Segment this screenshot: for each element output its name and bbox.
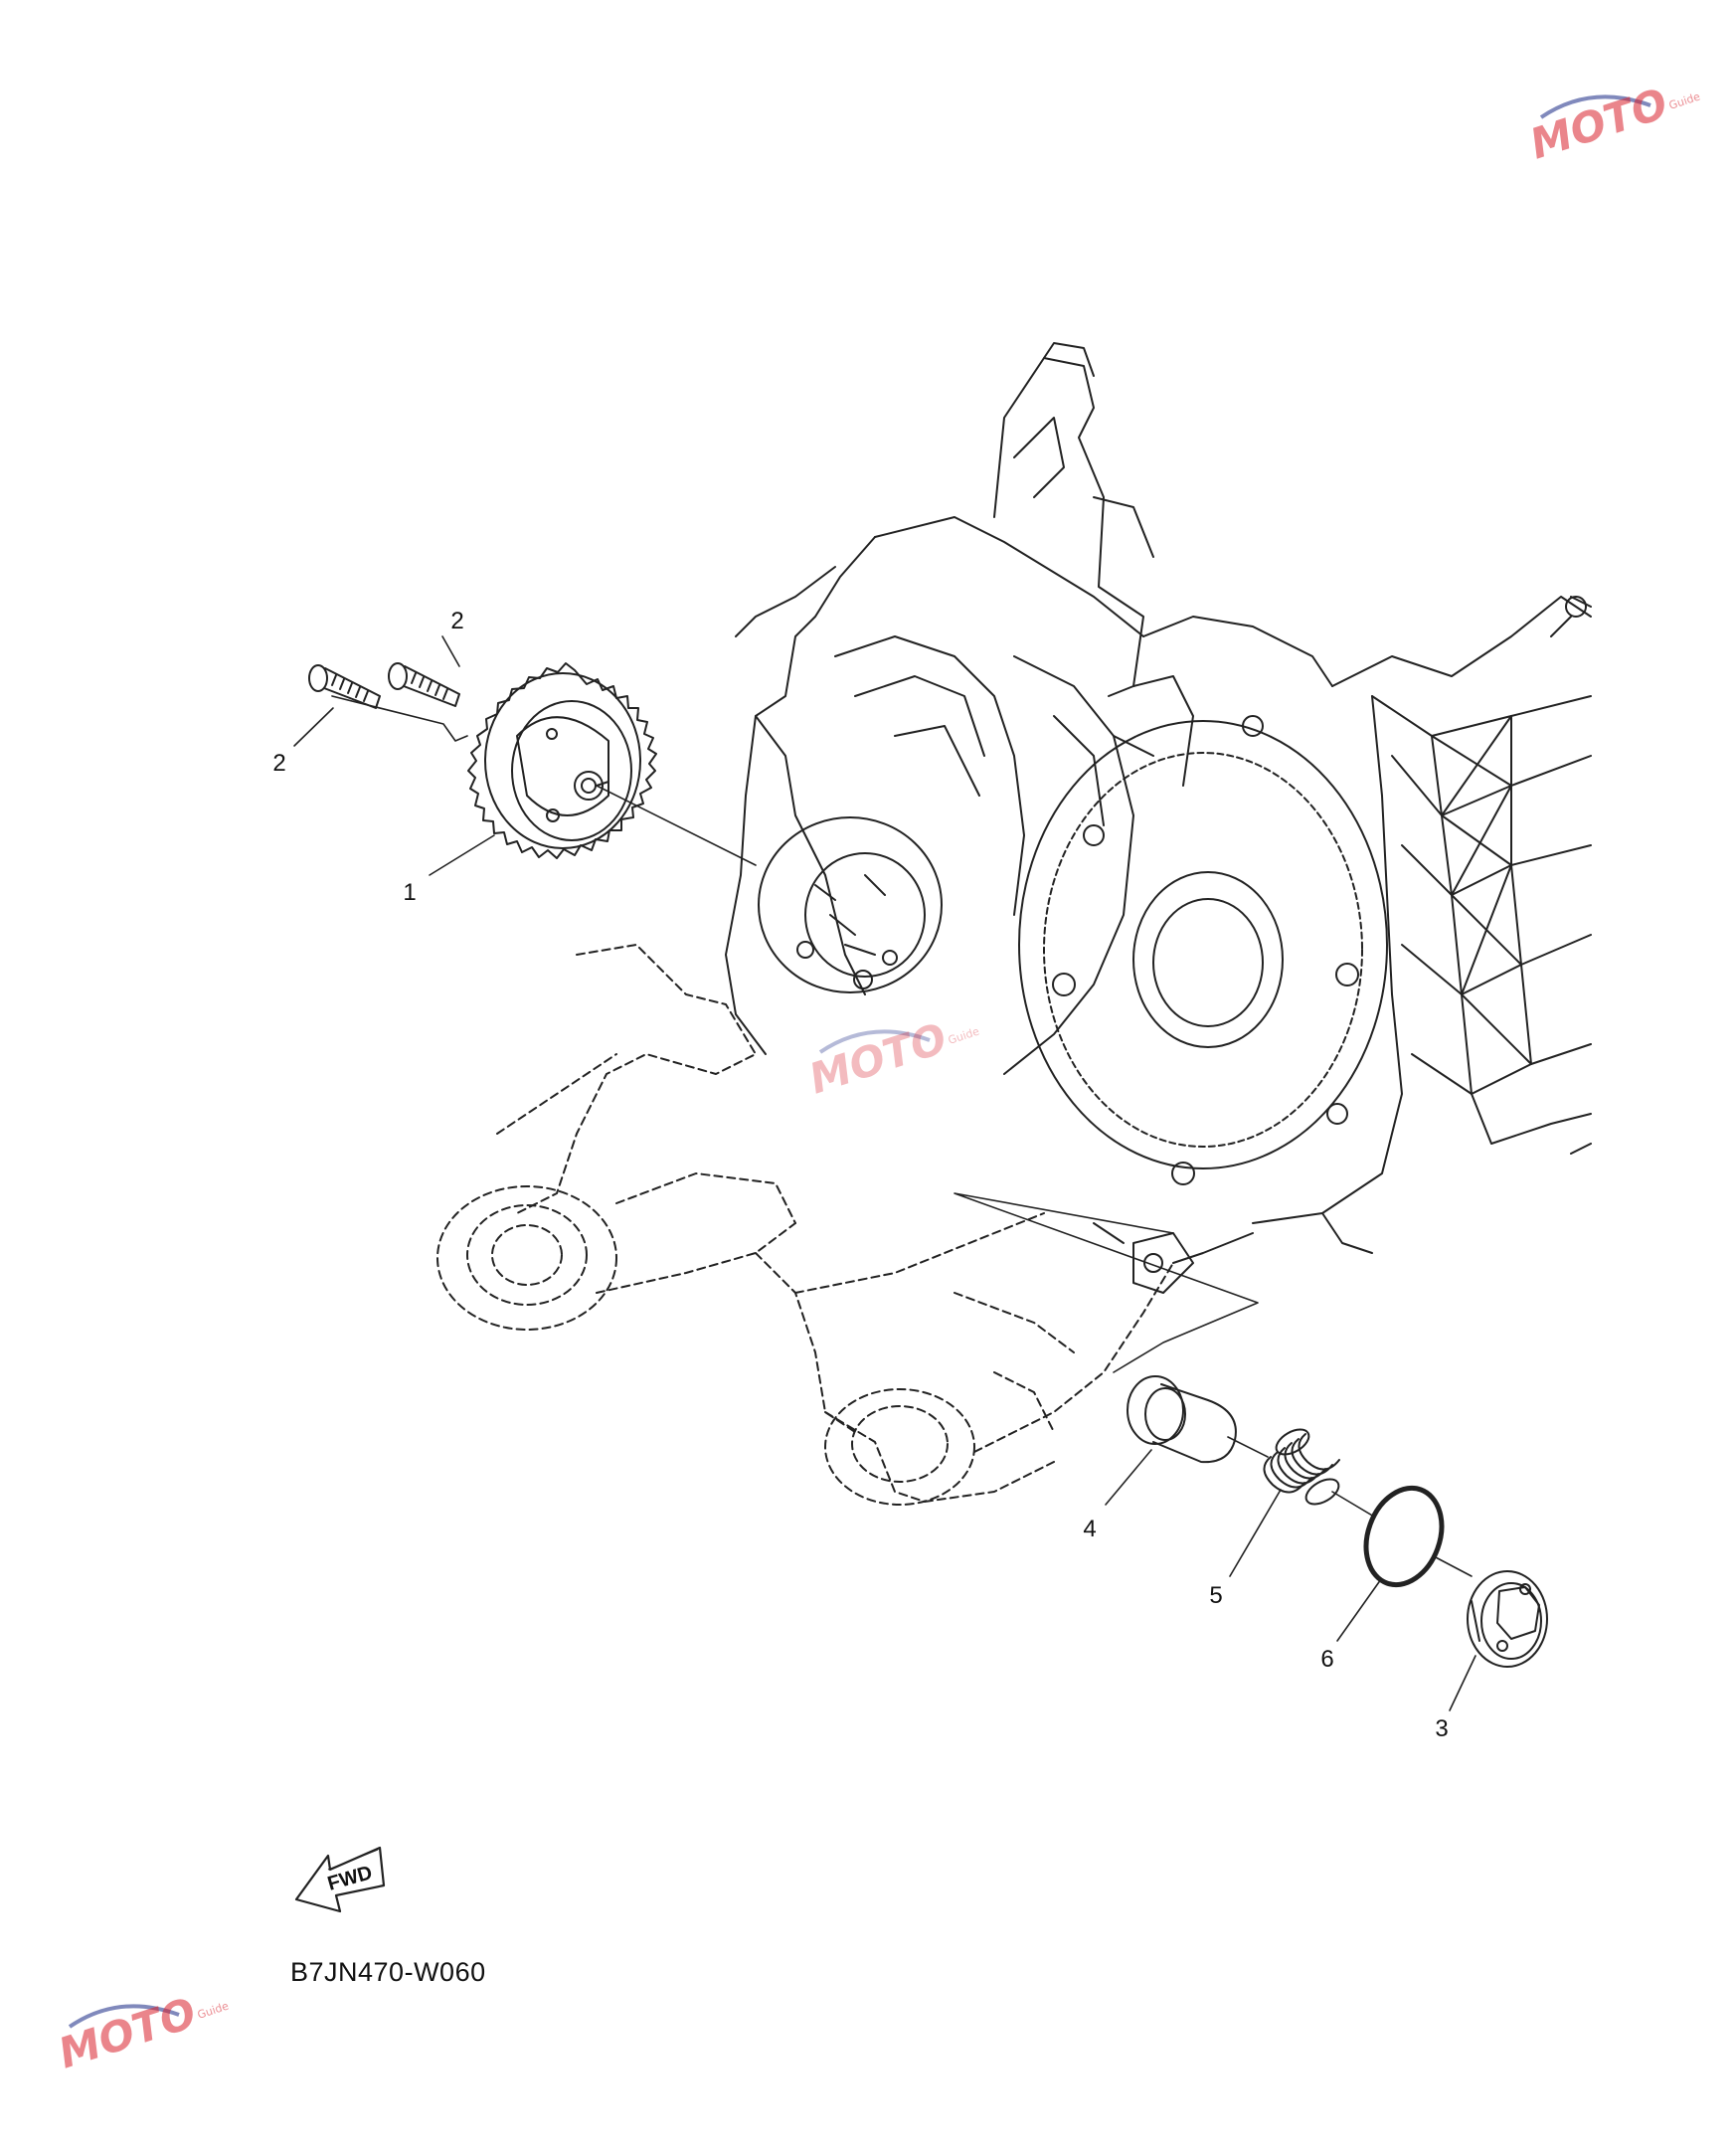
svg-text:Guide: Guide (947, 1024, 981, 1046)
callout-3: 3 (1435, 1715, 1448, 1742)
crankcase-drawing (436, 342, 1592, 1506)
svg-text:Guide: Guide (196, 1999, 231, 2021)
watermark-logo-bottom: MOTO Guide (53, 1988, 231, 2077)
svg-text:MOTO: MOTO (1524, 79, 1673, 168)
callout-1: 1 (403, 879, 416, 906)
callout-5: 5 (1209, 1582, 1222, 1609)
svg-text:MOTO: MOTO (803, 1013, 953, 1103)
strainer-drawing (1127, 1375, 1548, 1668)
drawing-code: B7JN470-W060 (290, 1957, 486, 1987)
callout-4: 4 (1083, 1516, 1096, 1542)
callout-2-lower: 2 (272, 750, 285, 777)
watermark-logo-top: MOTO Guide (1524, 79, 1702, 168)
oil-pump-gear-drawing (467, 662, 657, 859)
callout-2-upper: 2 (450, 608, 463, 634)
callout-6: 6 (1320, 1646, 1333, 1673)
svg-text:Guide: Guide (1667, 90, 1702, 111)
svg-text:MOTO: MOTO (53, 1988, 202, 2077)
watermark-logo-center: MOTO Guide (803, 1013, 981, 1103)
screw-drawings (308, 662, 460, 709)
leader-lines (331, 695, 1473, 1577)
callout-leaders (293, 635, 1476, 1711)
fwd-arrow-icon: FWD (294, 1846, 386, 1913)
